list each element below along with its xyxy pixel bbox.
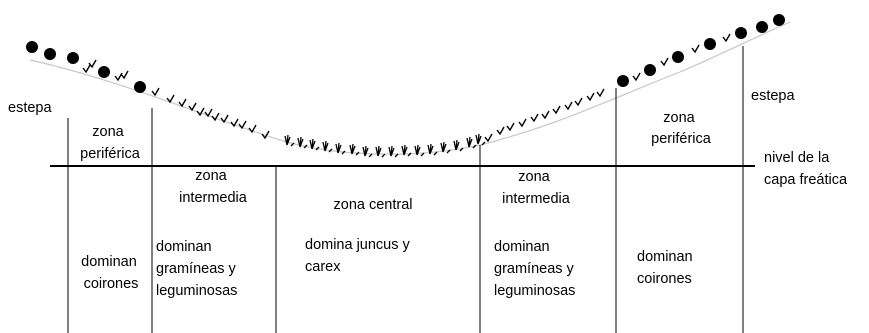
grass-tick-icon [596, 88, 605, 98]
zona-periferica-left-label: zona periférica [80, 124, 141, 162]
grass-tick-icon [574, 97, 583, 107]
dominan-gramineas-left-label: dominan gramíneas y leguminosas [156, 239, 240, 299]
shrub-dot-icon [134, 81, 146, 93]
grass-tick-icon [541, 110, 550, 120]
grass-tick-icon [484, 133, 493, 143]
grass-tick-icon [248, 124, 257, 134]
grass-symbols [82, 33, 731, 143]
shrub-dot-icon [704, 38, 716, 50]
grass-tick-icon [496, 126, 505, 136]
grass-tick-icon [660, 57, 669, 67]
rush-tuft-icon [414, 144, 425, 157]
rush-tuft-icon [401, 144, 412, 157]
rush-tuft-icon [335, 142, 346, 155]
rush-tuft-icon [440, 141, 451, 154]
grass-tick-icon [211, 112, 220, 122]
rush-tuft-icon [349, 143, 360, 156]
shrub-dot-icon [26, 41, 38, 53]
grass-tick-icon [196, 107, 205, 117]
dominan-gramineas-right-label: dominan gramíneas y leguminosas [494, 239, 578, 299]
rush-tuft-icon [388, 145, 399, 158]
zona-intermedia-right-label: zona intermedia [502, 169, 571, 207]
grass-tick-icon [506, 122, 515, 132]
grass-tick-icon [261, 130, 270, 140]
rush-tuft-icon [362, 145, 373, 158]
estepa-left-label: estepa [8, 100, 52, 116]
grass-tick-icon [151, 87, 160, 97]
grass-tick-icon [114, 72, 123, 82]
grass-tick-icon [518, 118, 527, 128]
zona-central-label: zona central [334, 197, 413, 213]
shrub-dot-icon [67, 52, 79, 64]
shrub-dot-icon [773, 14, 785, 26]
shrub-dot-icon [644, 64, 656, 76]
shrub-symbols [26, 14, 785, 93]
grass-tick-icon [82, 64, 91, 74]
grass-tick-icon [238, 120, 247, 130]
shrub-dot-icon [672, 51, 684, 63]
grass-tick-icon [88, 59, 97, 69]
rush-tuft-icon [375, 145, 386, 158]
shrub-dot-icon [735, 27, 747, 39]
grass-tick-icon [120, 70, 129, 80]
domina-juncus-label: domina juncus y carex [305, 237, 414, 275]
grass-tick-icon [230, 118, 239, 128]
dominan-coirones-right-label: dominan coirones [637, 249, 697, 287]
shrub-dot-icon [98, 66, 110, 78]
estepa-right-label: estepa [751, 88, 795, 104]
shrub-dot-icon [44, 48, 56, 60]
rush-tuft-icon [475, 133, 486, 146]
nivel-freatico-label: nivel de la capa freática [764, 150, 848, 188]
grass-tick-icon [564, 101, 573, 111]
grass-tick-icon [632, 72, 641, 82]
grass-tick-icon [166, 94, 175, 104]
rush-tuft-icon [427, 143, 438, 156]
grass-tick-icon [220, 114, 229, 124]
rush-tuft-icon [453, 139, 464, 152]
zona-periferica-right-label: zona periférica [651, 110, 712, 147]
shrub-dot-icon [617, 75, 629, 87]
zona-intermedia-left-label: zona intermedia [179, 168, 248, 206]
grass-tick-icon [691, 44, 700, 54]
grass-tick-icon [204, 108, 213, 118]
grass-tick-icon [586, 92, 595, 102]
rush-symbols [284, 133, 486, 158]
rush-tuft-icon [284, 134, 295, 147]
ground-profile-line [29, 21, 791, 155]
grass-tick-icon [178, 98, 187, 108]
rush-tuft-icon [297, 136, 308, 149]
rush-tuft-icon [322, 140, 333, 153]
grass-tick-icon [722, 33, 731, 43]
grass-tick-icon [530, 113, 539, 123]
grass-tick-icon [552, 105, 561, 115]
grass-tick-icon [188, 102, 197, 112]
dominan-coirones-left-label: dominan coirones [81, 254, 141, 292]
rush-tuft-icon [309, 138, 320, 151]
shrub-dot-icon [756, 21, 768, 33]
rush-tuft-icon [466, 136, 477, 149]
